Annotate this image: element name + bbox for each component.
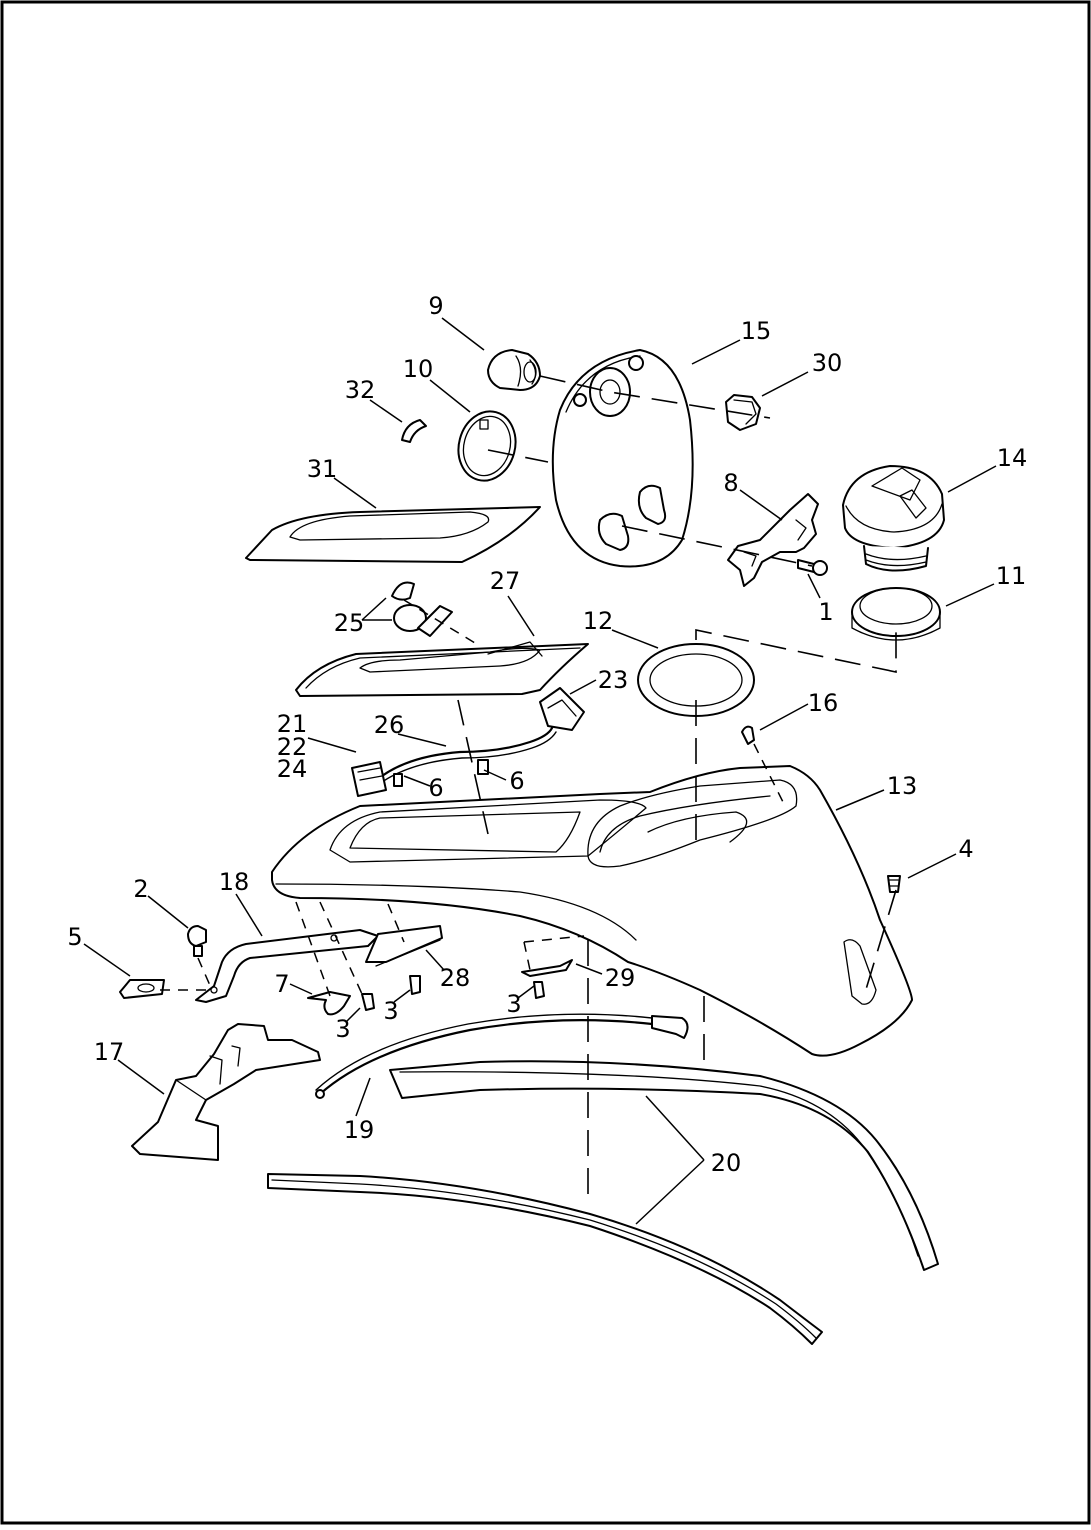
callout-16: 16: [808, 689, 839, 717]
callout-8: 8: [723, 469, 738, 497]
part-15-console-plate: [551, 349, 694, 568]
callout-10: 10: [403, 355, 434, 383]
part-29-clip: [521, 959, 573, 977]
callout-17: 17: [94, 1038, 125, 1066]
part-11-gasket: [851, 587, 941, 641]
callout-19: 19: [344, 1116, 375, 1144]
part-3-screw: [361, 975, 545, 1011]
callout-12: 12: [583, 607, 614, 635]
part-4-screw: [887, 875, 901, 893]
alignment-lines: [160, 375, 897, 1206]
part-27-console-panel: [295, 641, 589, 697]
callout-29: 29: [605, 964, 636, 992]
callout-11: 11: [996, 562, 1027, 590]
part-23-connector: [539, 687, 585, 731]
part-30-hex-nut: [725, 394, 761, 431]
callout-3-middle: 3: [383, 997, 398, 1025]
part-20-strip-upper: [389, 1060, 939, 1271]
callout-32: 32: [345, 376, 376, 404]
part-32-clip: [401, 419, 427, 443]
part-17-bracket: [131, 1023, 321, 1161]
callout-4: 4: [958, 835, 973, 863]
callout-3-left: 3: [335, 1015, 350, 1043]
part-5-nut: [119, 979, 165, 999]
callout-2: 2: [133, 875, 148, 903]
callout-21: 21: [277, 710, 308, 738]
leader-lines: [83, 317, 997, 1225]
callout-14: 14: [997, 444, 1028, 472]
callout-6-right: 6: [509, 767, 524, 795]
callout-26: 26: [374, 711, 405, 739]
part-16-plug: [741, 725, 755, 745]
callout-28: 28: [440, 964, 471, 992]
callout-6-left: 6: [428, 774, 443, 802]
callout-5: 5: [67, 923, 82, 951]
part-20-strip-lower: [267, 1173, 823, 1345]
part-13-console-body: [271, 765, 913, 1057]
callout-1: 1: [818, 598, 833, 626]
part-9-sender: [487, 349, 541, 391]
callout-7: 7: [274, 970, 289, 998]
callout-18: 18: [219, 868, 250, 896]
part-25-lock: [391, 581, 453, 637]
part-12-ring: [637, 643, 755, 717]
part-31-trim-panel: [245, 506, 541, 563]
callout-9: 9: [428, 292, 443, 320]
part-14-fuel-cap: [842, 465, 945, 572]
callout-13: 13: [887, 772, 918, 800]
callout-15: 15: [741, 317, 772, 345]
callout-31: 31: [307, 455, 338, 483]
part-2-bolt: [187, 925, 207, 957]
callout-25: 25: [334, 609, 365, 637]
callout-24: 24: [277, 755, 308, 783]
callout-27: 27: [490, 567, 521, 595]
part-28-plate: [365, 925, 443, 967]
part-26-harness: [351, 726, 557, 797]
callout-30: 30: [812, 349, 843, 377]
callout-23: 23: [598, 666, 629, 694]
callout-22: 22: [277, 733, 308, 761]
callout-20: 20: [711, 1149, 742, 1177]
callout-labels: 9 10 32 31 15 30 14 8 11 1 12 27 23 25 2…: [67, 292, 1027, 1177]
callout-3-right: 3: [506, 990, 521, 1018]
part-10-gasket: [457, 410, 517, 482]
part-19-hose: [315, 1013, 689, 1099]
part-7-clip: [307, 991, 351, 1016]
part-1-screw: [797, 559, 828, 576]
part-8-bracket: [727, 493, 819, 587]
